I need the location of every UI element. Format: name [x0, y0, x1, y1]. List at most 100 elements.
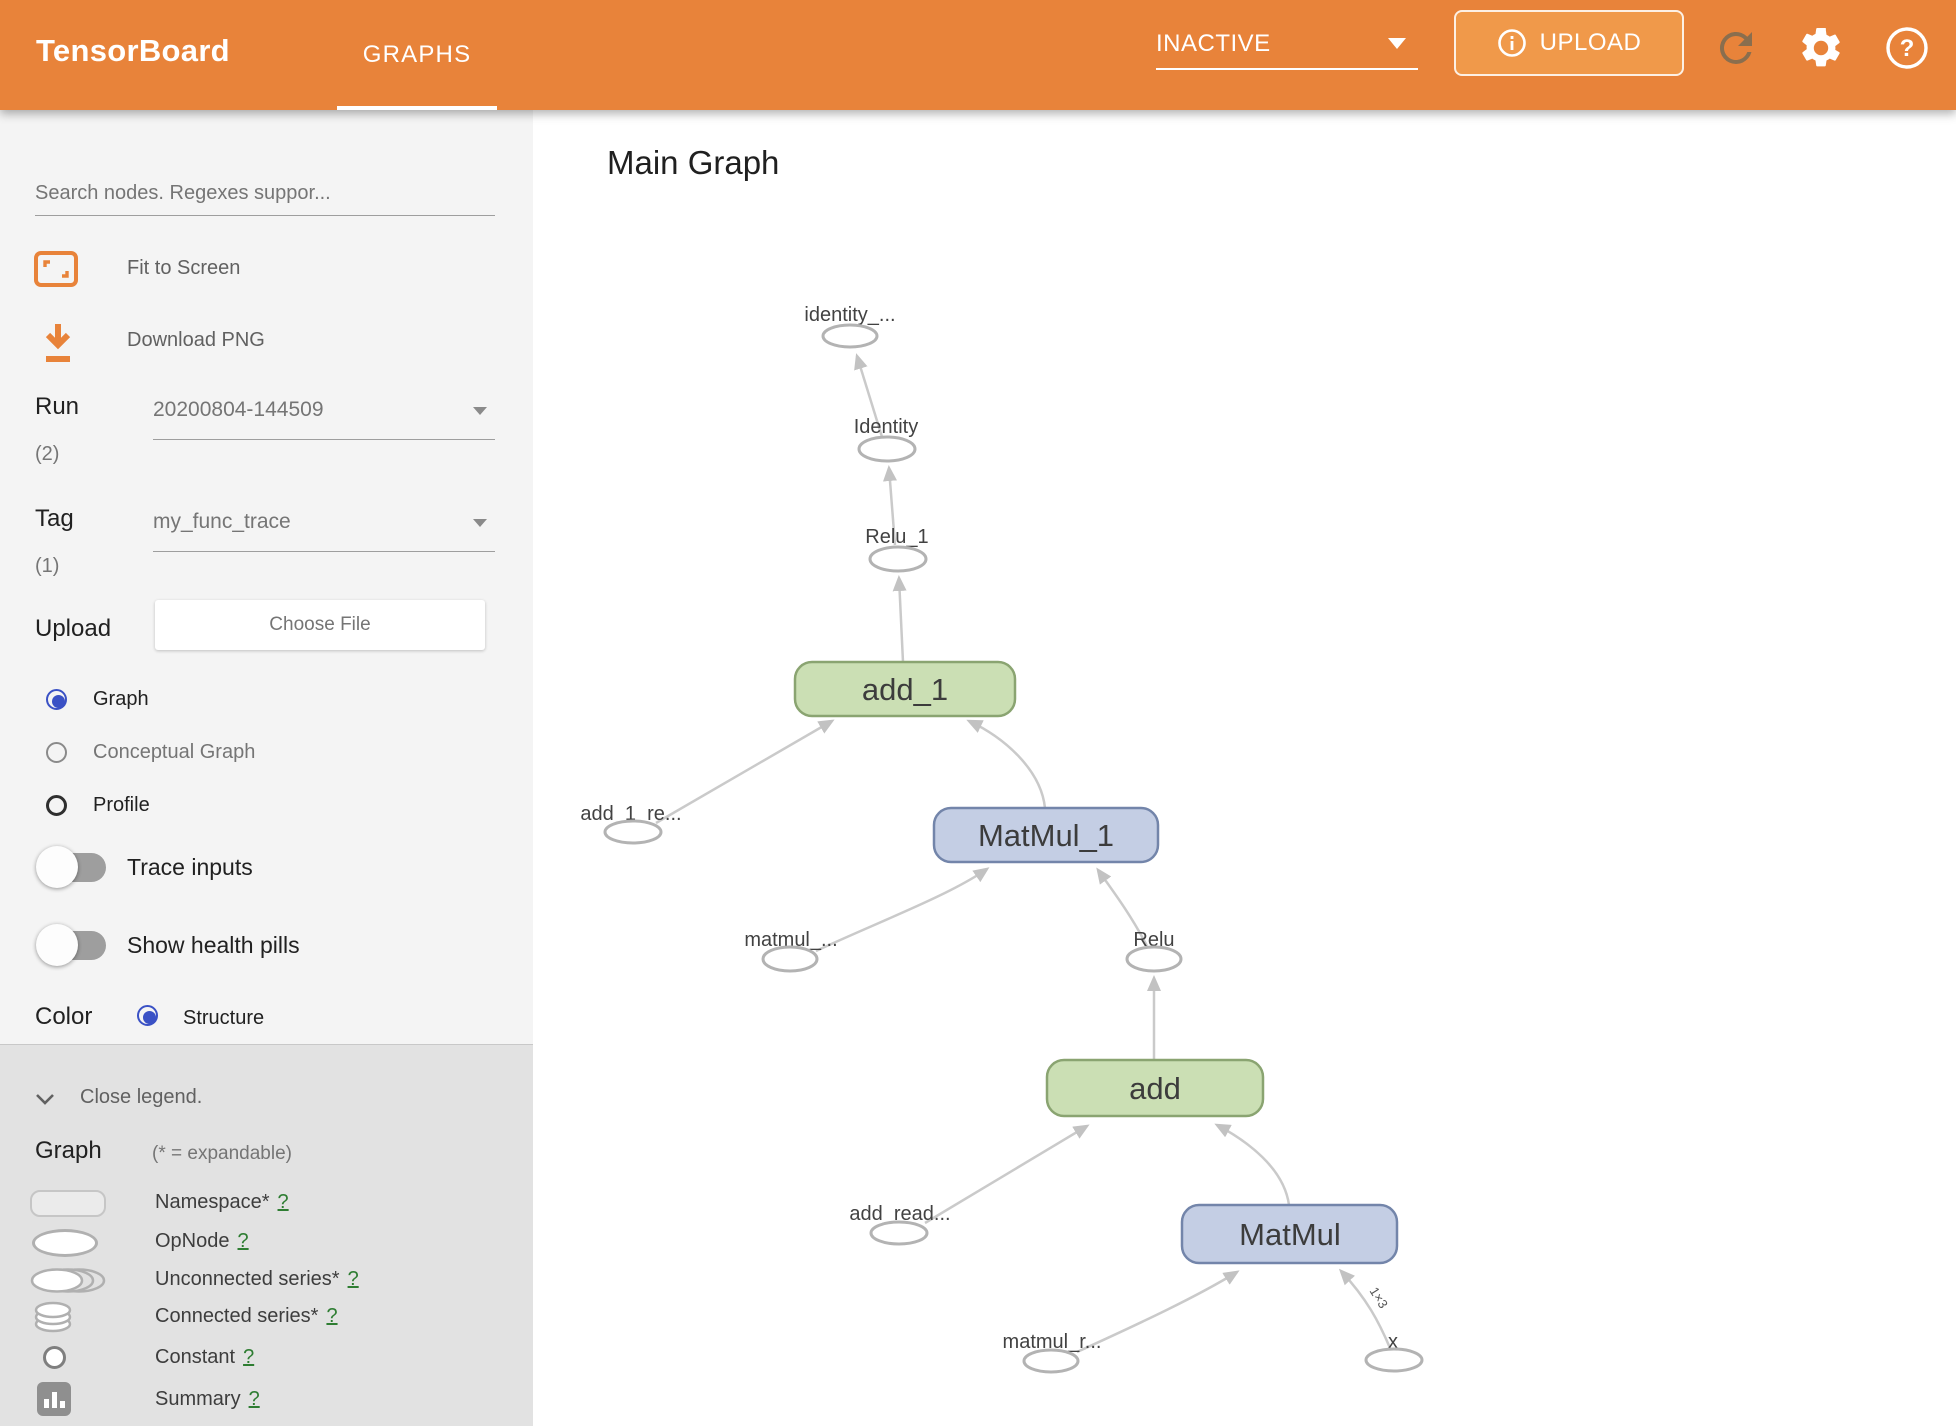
chevron-down-icon [1388, 38, 1406, 49]
edge-matmulread-to-matmul1 [815, 867, 990, 953]
edge-add1-to-relu1 [892, 575, 907, 663]
svg-text:matmul_r...: matmul_r... [1003, 1331, 1102, 1353]
help-link[interactable]: ? [347, 1268, 359, 1290]
help-link[interactable]: ? [243, 1346, 255, 1368]
trace-inputs-label: Trace inputs [127, 854, 253, 880]
upload-button[interactable]: UPLOAD [1454, 10, 1684, 76]
node-relu[interactable]: Relu [1125, 929, 1183, 973]
fit-to-screen-button[interactable]: Fit to Screen [127, 257, 241, 279]
edge-matmul1-to-add1 [966, 719, 1047, 809]
color-structure-radio[interactable] [137, 1005, 158, 1026]
svg-text:add_1: add_1 [862, 672, 948, 707]
radio-conceptual-graph-label: Conceptual Graph [93, 740, 256, 763]
opnode-ellipse [761, 945, 819, 973]
help-link[interactable]: ? [277, 1191, 289, 1213]
namespace-rect [1045, 1058, 1265, 1118]
download-icon[interactable] [37, 320, 79, 369]
app-header: TensorBoard GRAPHS INACTIVE UPLOAD ? [0, 0, 1956, 110]
status-underline [1156, 68, 1418, 70]
edge-relu-to-matmul1 [1096, 867, 1149, 947]
settings-gear-icon[interactable] [1797, 24, 1845, 72]
opnode-ellipse [857, 435, 917, 463]
node-matmul-read[interactable]: matmul_... [744, 929, 838, 973]
edge-matmul-to-add [1214, 1123, 1291, 1206]
edge-identity-to-identityout [854, 353, 884, 438]
search-input[interactable] [35, 172, 495, 216]
node-add-1-read[interactable]: add_1_re... [580, 803, 682, 845]
radio-circle-icon [46, 794, 67, 816]
run-select-value: 20200804-144509 [153, 398, 324, 421]
radio-circle-icon [46, 688, 67, 710]
legend-item-unconnected-series: Unconnected series*? [155, 1268, 359, 1291]
help-link[interactable]: ? [248, 1388, 260, 1410]
node-add[interactable]: add [1045, 1058, 1265, 1118]
node-matmul-1[interactable]: MatMul_1 [932, 806, 1160, 864]
graph-canvas[interactable]: Main Graph 1×3 identity_... Identity [533, 110, 1956, 1426]
node-relu-1[interactable]: Relu_1 [865, 526, 929, 573]
node-add-1[interactable]: add_1 [793, 660, 1017, 718]
node-x[interactable]: x [1364, 1331, 1424, 1373]
svg-text:Relu_1: Relu_1 [865, 526, 928, 548]
trace-inputs-toggle[interactable] [36, 846, 108, 888]
show-health-pills-toggle[interactable] [36, 924, 108, 966]
edge-addread-to-add [924, 1124, 1090, 1225]
fit-to-screen-icon[interactable] [33, 250, 79, 293]
legend-item-opnode: OpNode? [155, 1230, 249, 1253]
tag-select[interactable]: my_func_trace [153, 510, 495, 552]
refresh-icon[interactable] [1712, 24, 1760, 72]
svg-text:MatMul_1: MatMul_1 [978, 818, 1114, 853]
edge-relu1-to-identity [883, 465, 897, 546]
opnode-ellipse [1022, 1348, 1080, 1374]
radio-graph[interactable]: Graph [46, 686, 149, 712]
help-link[interactable]: ? [237, 1230, 249, 1252]
node-add-read[interactable]: add_read... [849, 1203, 951, 1246]
tag-count: (1) [35, 555, 60, 577]
opnode-icon [32, 1229, 98, 1257]
summary-icon [37, 1382, 71, 1416]
radio-graph-label: Graph [93, 687, 149, 710]
color-structure-label: Structure [183, 1007, 265, 1029]
legend-item-label: Constant [155, 1346, 236, 1368]
unconnected-series-icon [30, 1267, 114, 1299]
tab-graphs-underline [337, 106, 497, 110]
help-link[interactable]: ? [326, 1305, 338, 1327]
radio-profile-label: Profile [93, 793, 150, 816]
help-icon[interactable]: ? [1883, 24, 1931, 72]
page-title: Main Graph [607, 144, 780, 181]
namespace-rect [793, 660, 1017, 718]
run-select[interactable]: 20200804-144509 [153, 398, 495, 440]
active-status-dropdown[interactable]: INACTIVE [1156, 0, 1418, 110]
tab-graphs[interactable]: GRAPHS [362, 41, 472, 68]
legend-item-label: Unconnected series* [155, 1268, 340, 1290]
toggle-knob [36, 846, 78, 888]
radio-profile[interactable]: Profile [46, 792, 150, 818]
legend-item-label: Connected series* [155, 1305, 319, 1327]
edge-matmulr-to-matmul [1076, 1270, 1240, 1354]
show-health-pills-label: Show health pills [127, 932, 300, 958]
choose-file-button[interactable]: Choose File [155, 600, 485, 650]
color-label: Color [35, 1003, 93, 1030]
svg-text:add_1_re...: add_1_re... [580, 803, 681, 825]
edge-x-to-matmul [1338, 1268, 1392, 1349]
namespace-icon [30, 1190, 106, 1217]
download-png-button[interactable]: Download PNG [127, 329, 265, 351]
chevron-down-icon[interactable] [36, 1092, 54, 1110]
app-title: TensorBoard [36, 33, 230, 68]
node-identity[interactable]: Identity [854, 416, 918, 463]
constant-icon [43, 1346, 66, 1369]
svg-text:Identity: Identity [854, 416, 918, 438]
opnode-ellipse [1364, 1347, 1424, 1373]
svg-text:x: x [1388, 1331, 1398, 1353]
node-matmul-r[interactable]: matmul_r... [1003, 1331, 1102, 1374]
node-matmul[interactable]: MatMul [1180, 1203, 1399, 1265]
legend-item-label: Namespace* [155, 1191, 270, 1213]
svg-text:add: add [1129, 1071, 1181, 1106]
legend-item-namespace: Namespace*? [155, 1191, 289, 1214]
svg-text:matmul_...: matmul_... [744, 929, 837, 951]
tag-select-value: my_func_trace [153, 510, 291, 533]
legend-item-summary: Summary? [155, 1388, 260, 1411]
node-identity-out[interactable]: identity_... [804, 304, 896, 349]
edge-add1read-to-add1 [655, 719, 835, 825]
close-legend-button[interactable]: Close legend. [80, 1086, 203, 1108]
radio-conceptual-graph[interactable]: Conceptual Graph [46, 739, 255, 765]
